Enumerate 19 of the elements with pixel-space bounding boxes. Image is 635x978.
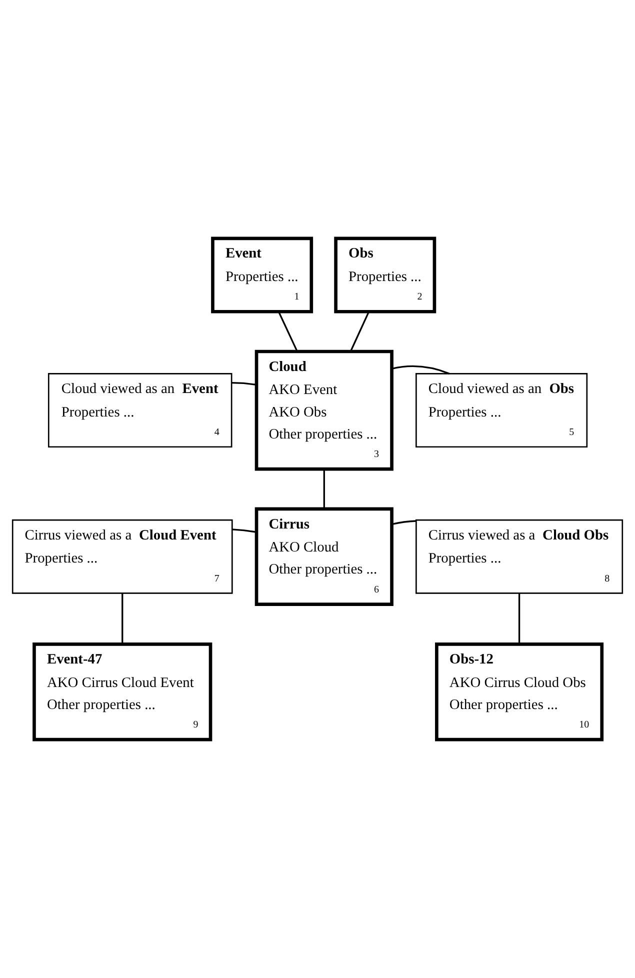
connector	[232, 382, 256, 386]
node-box: Obs-12 AKO Cirrus Cloud Obs Other properties ... 10	[435, 642, 604, 742]
connector	[278, 311, 298, 352]
connector	[392, 365, 450, 374]
connector	[323, 469, 325, 509]
node-box: Cloud viewed as an Obs Properties ... 5	[416, 373, 588, 448]
node-box: Cirrus AKO Cloud Other properties ... 6	[254, 507, 394, 606]
connector	[350, 311, 370, 352]
node-box: Cirrus viewed as a Cloud Event Properties ... 7	[12, 519, 233, 594]
node-box: Cirrus viewed as a Cloud Obs Properties ... 8	[416, 519, 624, 594]
connector	[122, 593, 124, 644]
node-box: Cloud viewed as an Event Properties ... 4	[48, 373, 232, 448]
node-box: Event-47 AKO Cirrus Cloud Event Other properties ... 9	[32, 642, 212, 742]
connector	[392, 520, 416, 525]
node-box: Event Properties ... 1	[211, 236, 314, 314]
node-box: Cloud AKO Event AKO Obs Other properties ... 3	[254, 350, 394, 471]
connector	[232, 528, 256, 533]
node-box: Obs Properties ... 2	[334, 236, 436, 314]
connector	[518, 593, 520, 644]
